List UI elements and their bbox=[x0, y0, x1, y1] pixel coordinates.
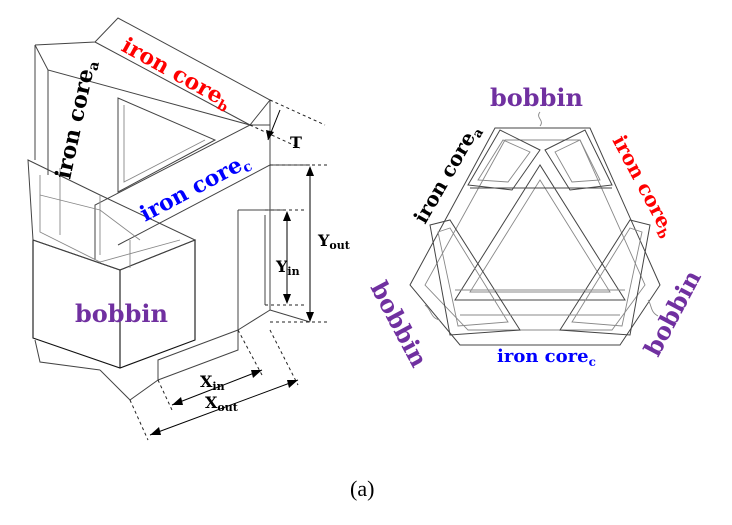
dim-Y-out: Yout bbox=[317, 231, 351, 252]
dim-X-in: Xin bbox=[200, 372, 225, 393]
iron-core-c-label-right: iron corec bbox=[497, 346, 596, 369]
top-view-drawing bbox=[409, 111, 661, 346]
bobbin-label-right-view: bobbin bbox=[638, 265, 707, 361]
iso-core-drawing bbox=[27, 17, 330, 441]
figure-caption: (a) bbox=[350, 476, 374, 501]
iron-core-a-label-right: iron corea bbox=[409, 120, 488, 229]
dim-Y-in: Yin bbox=[275, 257, 300, 278]
dim-T: T bbox=[290, 133, 302, 152]
bobbin-label-top: bobbin bbox=[490, 83, 583, 112]
iron-core-a-label-left: iron corea bbox=[50, 57, 103, 181]
bobbin-label-left: bobbin bbox=[75, 299, 168, 328]
iron-core-c-label-left: iron corec bbox=[136, 148, 256, 229]
dim-X-out: Xout bbox=[205, 393, 239, 414]
bobbin-label-left-view: bobbin bbox=[365, 276, 434, 372]
iron-core-b-label-left: iron coreb bbox=[116, 33, 236, 117]
